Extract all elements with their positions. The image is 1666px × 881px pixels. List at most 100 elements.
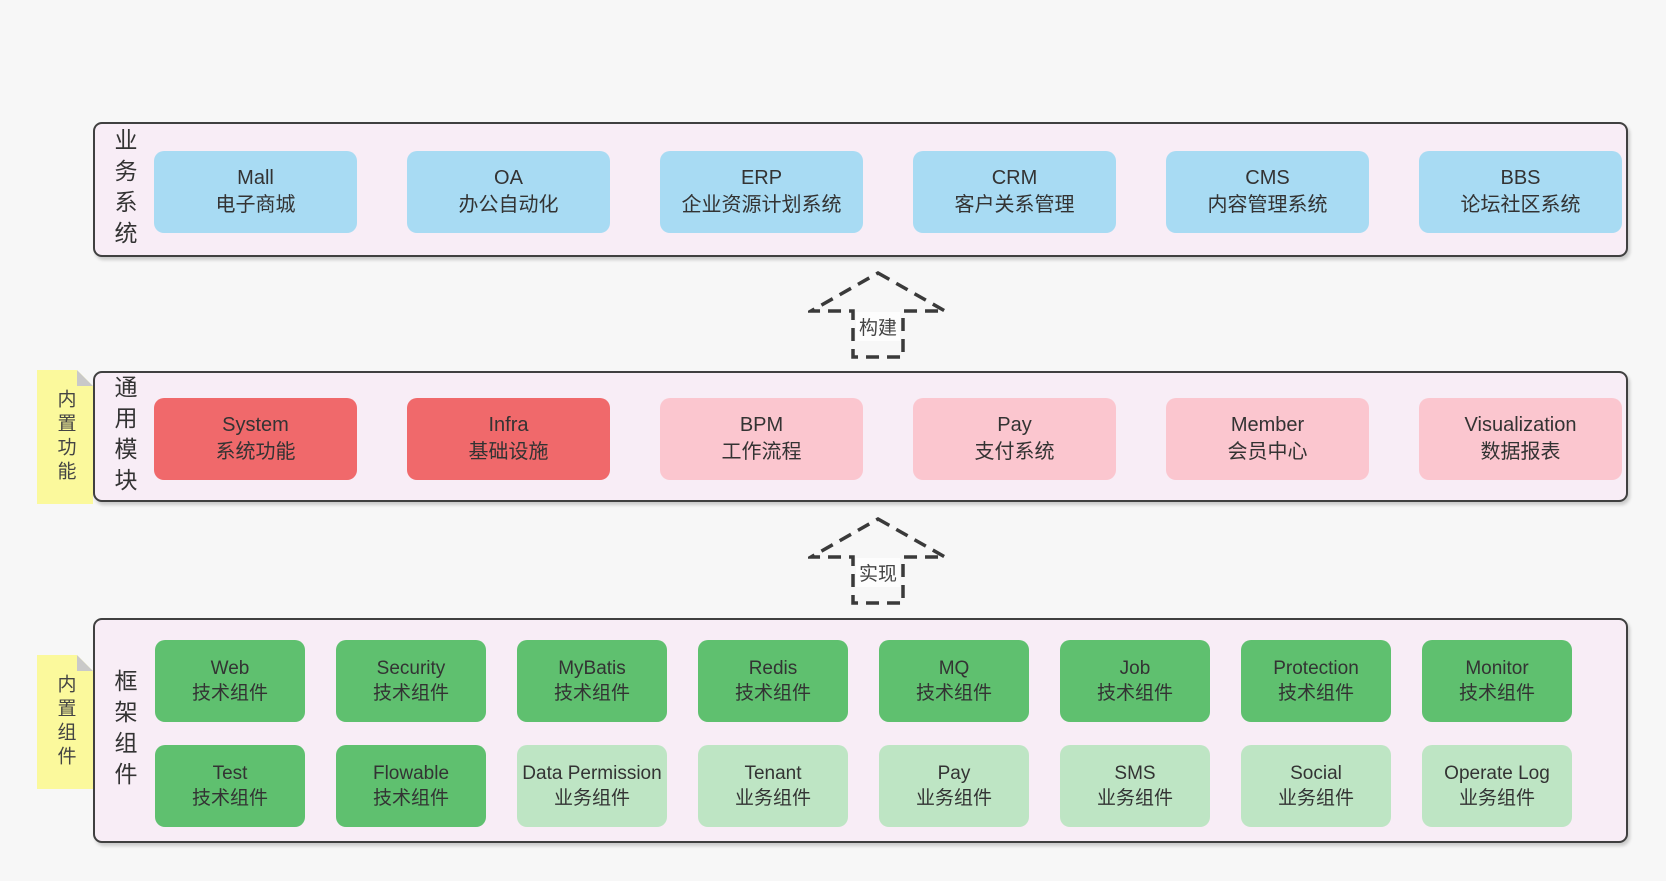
band-framework-components: 框架组件 Web 技术组件 Security 技术组件 MyBatis 技术组件…: [93, 618, 1628, 843]
box-name: SMS: [1114, 763, 1156, 784]
box-name: Flowable: [372, 763, 450, 784]
up-arrow-icon: [808, 516, 948, 605]
box-name: CRM: [991, 167, 1038, 189]
box-desc: 技术组件: [1096, 683, 1173, 704]
box-erp: ERP 企业资源计划系统: [660, 151, 863, 233]
box-pay-component: Pay 业务组件: [879, 745, 1029, 827]
box-name: Infra: [488, 414, 529, 436]
arrow-build: 构建: [808, 270, 948, 360]
box-desc: 技术组件: [191, 683, 268, 704]
box-redis: Redis 技术组件: [698, 640, 848, 722]
box-desc: 基础设施: [468, 441, 549, 463]
box-name: Web: [210, 658, 250, 679]
box-job: Job 技术组件: [1060, 640, 1210, 722]
box-desc: 数据报表: [1480, 441, 1561, 463]
box-flowable: Flowable 技术组件: [336, 745, 486, 827]
box-operate-log: Operate Log 业务组件: [1422, 745, 1572, 827]
box-desc: 内容管理系统: [1207, 194, 1328, 216]
box-row-biz-components: Test 技术组件 Flowable 技术组件 Data Permission …: [155, 745, 1572, 827]
box-data-permission: Data Permission 业务组件: [517, 745, 667, 827]
box-infra: Infra 基础设施: [407, 398, 610, 480]
box-desc: 企业资源计划系统: [681, 194, 842, 216]
box-member: Member 会员中心: [1166, 398, 1369, 480]
band-common-modules: 通用模块 System 系统功能 Infra 基础设施 BPM 工作流程 Pay…: [93, 371, 1628, 502]
box-name: Member: [1230, 414, 1305, 436]
box-social: Social 业务组件: [1241, 745, 1391, 827]
box-name: Operate Log: [1444, 763, 1550, 784]
box-name: Pay: [937, 763, 971, 784]
box-desc: 技术组件: [553, 683, 630, 704]
box-mq: MQ 技术组件: [879, 640, 1029, 722]
band-business-systems: 业务系统 Mall 电子商城 OA 办公自动化 ERP 企业资源计划系统 CRM…: [93, 122, 1628, 257]
sticky-built-in-features: 内置功能: [37, 370, 93, 504]
box-name: CMS: [1245, 167, 1290, 189]
box-name: Mall: [237, 167, 274, 189]
box-sms: SMS 业务组件: [1060, 745, 1210, 827]
up-arrow-icon: [808, 270, 948, 359]
box-desc: 业务组件: [1458, 788, 1535, 809]
arrow-implement: 实现: [808, 516, 948, 606]
box-name: Pay: [997, 414, 1032, 436]
box-desc: 业务组件: [1096, 788, 1173, 809]
box-web: Web 技术组件: [155, 640, 305, 722]
box-name: MyBatis: [558, 658, 626, 679]
box-tenant: Tenant 业务组件: [698, 745, 848, 827]
box-desc: 论坛社区系统: [1460, 194, 1581, 216]
sticky-label: 内置组件: [54, 674, 76, 770]
box-desc: 技术组件: [191, 788, 268, 809]
box-monitor: Monitor 技术组件: [1422, 640, 1572, 722]
box-protection: Protection 技术组件: [1241, 640, 1391, 722]
box-desc: 技术组件: [1277, 683, 1354, 704]
box-name: Job: [1119, 658, 1151, 679]
folded-corner-icon: [77, 655, 93, 671]
arrow-build-label: 构建: [855, 312, 901, 341]
box-name: Security: [376, 658, 446, 679]
box-name: Social: [1290, 763, 1342, 784]
box-bpm: BPM 工作流程: [660, 398, 863, 480]
box-desc: 电子商城: [215, 194, 296, 216]
box-desc: 客户关系管理: [954, 194, 1075, 216]
band-label-framework-components: 框架组件: [111, 668, 137, 793]
box-mall: Mall 电子商城: [154, 151, 357, 233]
box-name: System: [222, 414, 289, 436]
box-desc: 工作流程: [721, 441, 802, 463]
box-desc: 会员中心: [1227, 441, 1308, 463]
box-name: Monitor: [1465, 658, 1529, 679]
box-name: Visualization: [1464, 414, 1577, 436]
box-row-tech-components: Web 技术组件 Security 技术组件 MyBatis 技术组件 Redi…: [155, 640, 1572, 722]
box-desc: 技术组件: [734, 683, 811, 704]
arrow-implement-label: 实现: [855, 558, 901, 587]
box-crm: CRM 客户关系管理: [913, 151, 1116, 233]
band-label-business-systems: 业务系统: [111, 127, 137, 252]
box-bbs: BBS 论坛社区系统: [1419, 151, 1622, 233]
box-name: Tenant: [744, 763, 802, 784]
box-oa: OA 办公自动化: [407, 151, 610, 233]
box-desc: 业务组件: [734, 788, 811, 809]
box-desc: 技术组件: [372, 683, 449, 704]
box-desc: 业务组件: [553, 788, 630, 809]
box-mybatis: MyBatis 技术组件: [517, 640, 667, 722]
box-cms: CMS 内容管理系统: [1166, 151, 1369, 233]
box-name: MQ: [938, 658, 970, 679]
box-desc: 系统功能: [215, 441, 296, 463]
band-label-common-modules: 通用模块: [111, 374, 137, 499]
box-name: ERP: [740, 167, 783, 189]
box-name: Redis: [748, 658, 798, 679]
box-desc: 业务组件: [915, 788, 992, 809]
box-name: Test: [212, 763, 248, 784]
box-system: System 系统功能: [154, 398, 357, 480]
box-security: Security 技术组件: [336, 640, 486, 722]
sticky-label: 内置功能: [54, 389, 76, 485]
box-desc: 业务组件: [1277, 788, 1354, 809]
box-row-business: Mall 电子商城 OA 办公自动化 ERP 企业资源计划系统 CRM 客户关系…: [154, 151, 1622, 233]
box-name: BPM: [739, 414, 784, 436]
box-name: Data Permission: [522, 763, 662, 784]
box-pay-module: Pay 支付系统: [913, 398, 1116, 480]
box-desc: 技术组件: [915, 683, 992, 704]
box-desc: 技术组件: [1458, 683, 1535, 704]
box-visualization: Visualization 数据报表: [1419, 398, 1622, 480]
sticky-built-in-components: 内置组件: [37, 655, 93, 789]
box-desc: 办公自动化: [458, 194, 559, 216]
box-desc: 技术组件: [372, 788, 449, 809]
